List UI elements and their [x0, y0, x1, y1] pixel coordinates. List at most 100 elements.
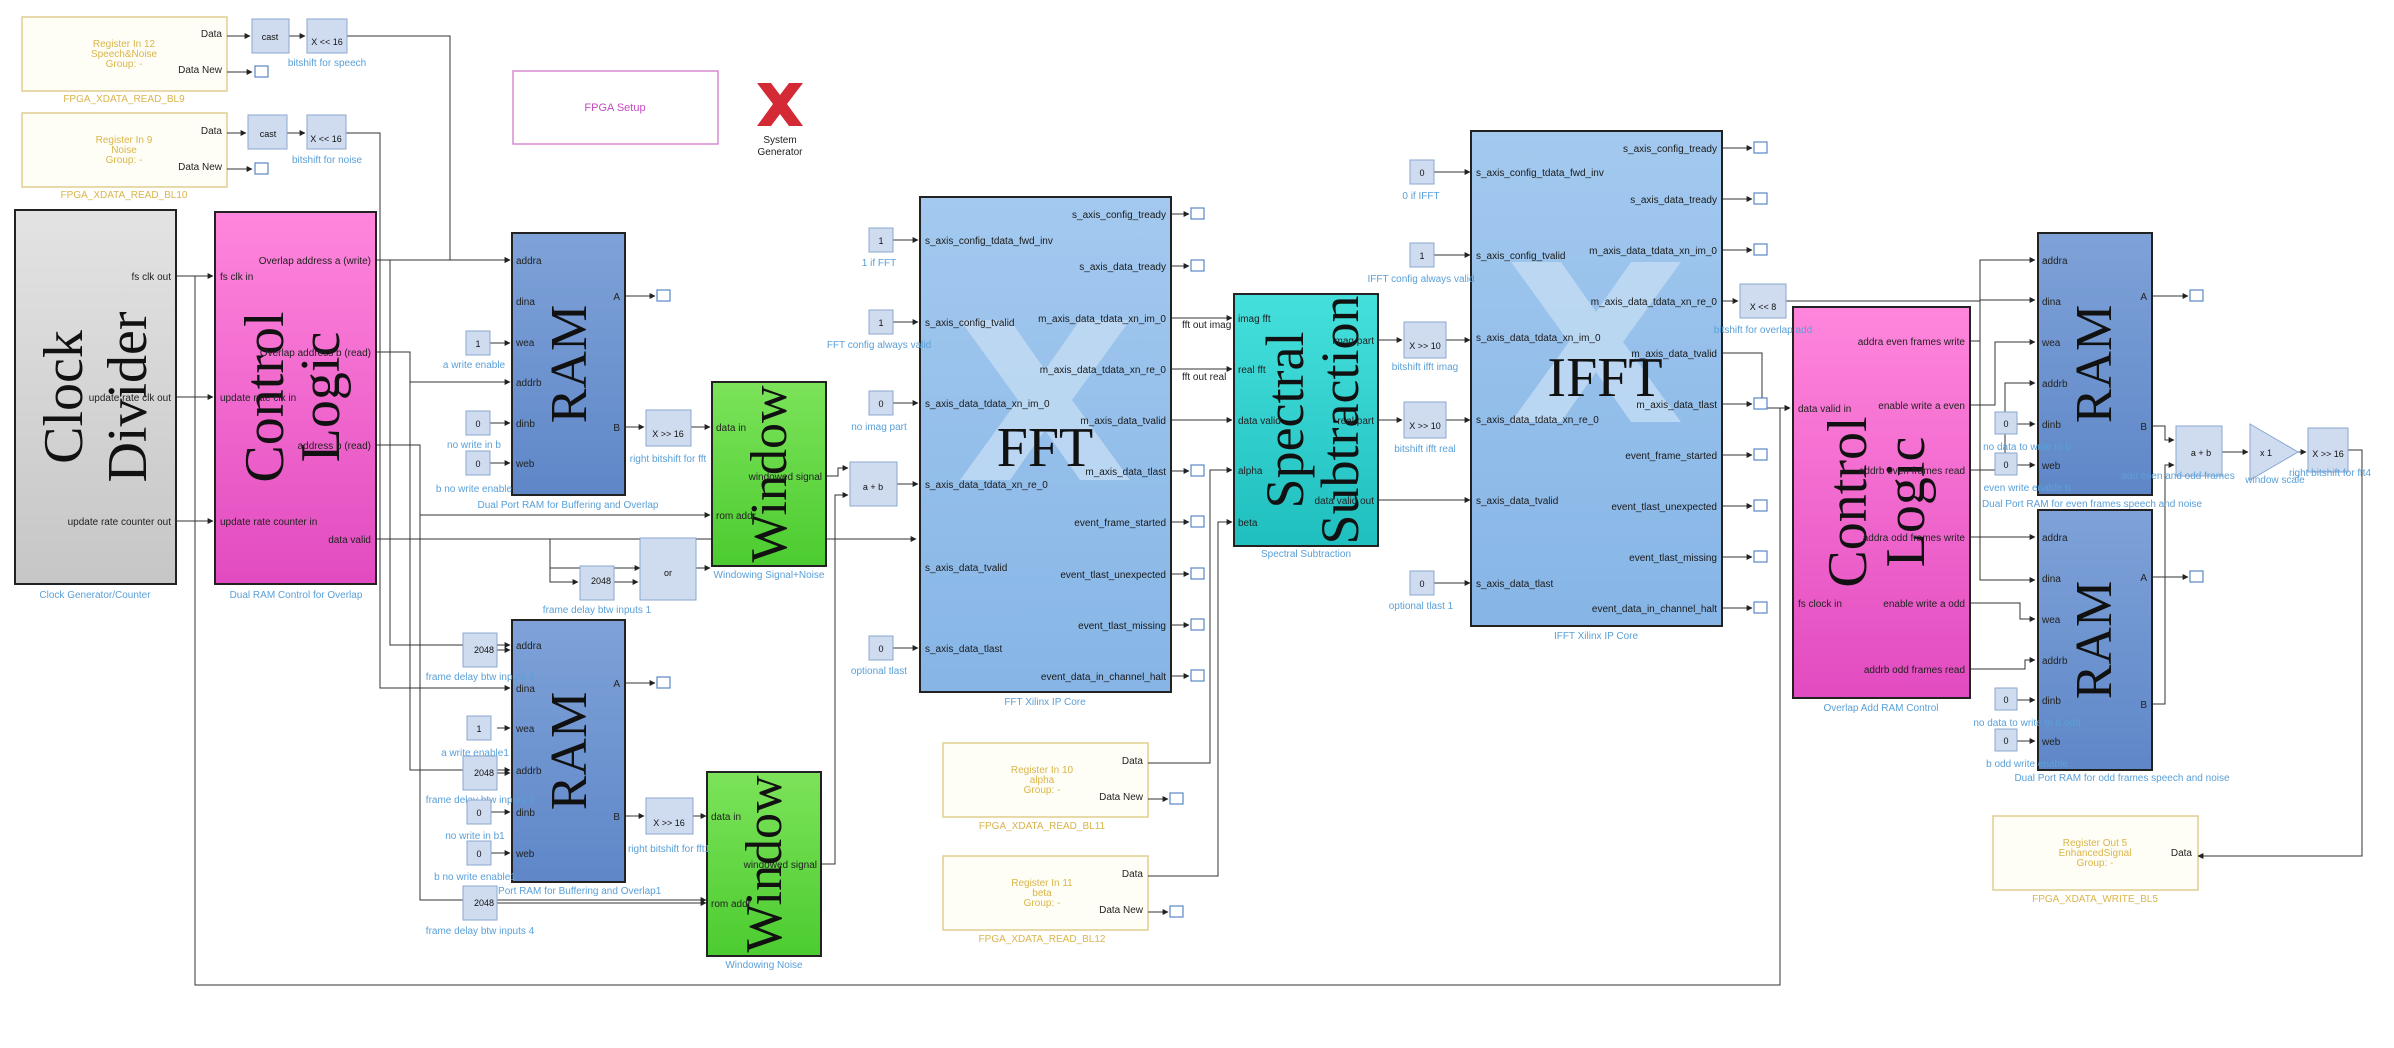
- or-label: or: [664, 568, 672, 578]
- frame-delay-block-3[interactable]: 2048 frame delay btw inputs 3: [426, 632, 535, 683]
- register-out-5-block[interactable]: Register Out 5 EnhancedSignal Group: - D…: [1992, 815, 2199, 905]
- clock-divider-block[interactable]: Clock Divider fs clk out update rate clk…: [14, 209, 177, 601]
- reg12-line3: Group: -: [106, 59, 143, 70]
- shift-right-ifft-imag[interactable]: X >> 10 bitshift ifft imag: [1392, 321, 1459, 373]
- shift-left-block-1[interactable]: X << 16 bitshift for speech: [288, 18, 366, 69]
- const-a-write-enable[interactable]: 1 a write enable: [443, 330, 506, 371]
- frame-delay-block-1[interactable]: 2048 frame delay btw inputs 1: [543, 565, 652, 616]
- fft-block[interactable]: FFT s_axis_config_tdata_fwd_inv s_axis_c…: [919, 196, 1172, 708]
- const-no-data-b-even[interactable]: 0 no data to write to b: [1983, 411, 2071, 453]
- const-b-no-write-enable-1[interactable]: 0 b no write enable1: [434, 840, 516, 883]
- const-b-odd-write-enable[interactable]: 0 b odd write enable: [1986, 728, 2068, 770]
- fft-out-5: m_axis_data_tlast: [1085, 467, 1166, 478]
- spectral-in-real: real fft: [1238, 365, 1266, 376]
- shl2-label: X << 16: [310, 134, 342, 144]
- ram1-port-dina: dina: [516, 297, 535, 308]
- window-1-block[interactable]: Window data in windowed signal rom addr …: [711, 381, 827, 581]
- const-a-write-enable-1[interactable]: 1 a write enable1: [441, 715, 509, 759]
- fft-out-8: event_tlast_missing: [1078, 621, 1166, 632]
- shr1-caption: right bitshift for fft: [630, 454, 707, 465]
- const-0-if-ifft[interactable]: 0 0 if IFFT: [1402, 159, 1440, 202]
- const-ifft-config-valid[interactable]: 1 IFFT config always valid: [1367, 242, 1475, 285]
- ifft-block[interactable]: IFFT s_axis_config_tdata_fwd_inv s_axis_…: [1470, 130, 1723, 642]
- shift-right-ifft-real[interactable]: X >> 10 bitshift ifft real: [1394, 401, 1456, 455]
- shl2-caption: bitshift for noise: [292, 155, 362, 166]
- system-generator-block[interactable]: System Generator: [757, 83, 803, 158]
- reg11-port-datanew: Data New: [1099, 905, 1144, 916]
- cast-block-2[interactable]: cast: [247, 114, 288, 150]
- logical-or-block[interactable]: or: [639, 537, 697, 601]
- frame-delay-block-4[interactable]: 2048 frame delay btw inputs 4: [426, 885, 535, 937]
- const-nowb1-value: 0: [476, 808, 481, 818]
- register-in-11-block[interactable]: Register In 11 beta Group: - Data Data N…: [942, 855, 1149, 945]
- const-cfg-value: 1: [878, 318, 883, 328]
- ram-odd-port-addrb: addrb: [2042, 656, 2068, 667]
- reg12-port-data: Data: [201, 29, 223, 40]
- ram-2-block[interactable]: RAM addra dina wea addrb dinb web A B Du…: [475, 619, 662, 897]
- adder-block-1[interactable]: a + b: [849, 461, 898, 507]
- reg12-caption: FPGA_XDATA_READ_BL9: [63, 94, 185, 105]
- window1-title: Window: [741, 385, 798, 562]
- gain-block[interactable]: x 1 window scale: [2244, 423, 2305, 486]
- control1-port-fs: fs clk in: [220, 272, 253, 283]
- const-no-write-b[interactable]: 0 no write in b: [447, 410, 501, 451]
- control1-caption: Dual RAM Control for Overlap: [230, 590, 363, 601]
- const-ifft-caption: 1 if FFT: [862, 258, 896, 269]
- ram-even-port-b: B: [2140, 422, 2147, 433]
- register-in-9-block[interactable]: Register In 9 Noise Group: - Data Data N…: [21, 112, 228, 201]
- ram-odd-port-b: B: [2140, 700, 2147, 711]
- const-nowb-value: 0: [475, 419, 480, 429]
- const-no-write-b-1[interactable]: 0 no write in b1: [445, 799, 505, 842]
- const-no-data-b-odd[interactable]: 0 no data to write to b odd: [1973, 687, 2081, 729]
- ram2-caption: Dual Port RAM for Buffering and Overlap1: [475, 886, 662, 897]
- ram-odd-block[interactable]: RAM addra dina wea addrb dinb web A B Du…: [2014, 509, 2230, 784]
- shift-right-block-1[interactable]: X >> 16 right bitshift for fft: [630, 409, 707, 465]
- delay4-caption: frame delay btw inputs 4: [426, 926, 535, 937]
- const-1-if-fft[interactable]: 1 1 if FFT: [862, 227, 896, 269]
- ifft-title: IFFT: [1547, 347, 1662, 409]
- register-in-12-block[interactable]: Register In 12 Speech&Noise Group: - Dat…: [21, 16, 228, 105]
- adder-block-2[interactable]: a + b add even and odd frames: [2121, 425, 2235, 482]
- control-logic-2-block[interactable]: Control Logic data valid in fs clock in …: [1792, 306, 1971, 714]
- control-logic-1-block[interactable]: Control Logic fs clk in update rate clk …: [214, 211, 377, 601]
- ram2-port-web: web: [515, 849, 535, 860]
- ram-even-block[interactable]: RAM addra dina wea addrb dinb web A B Du…: [1982, 232, 2203, 510]
- cast-block-1[interactable]: cast: [251, 18, 290, 54]
- reg11-line2: beta: [1032, 888, 1052, 899]
- register-in-10-block[interactable]: Register In 10 alpha Group: - Data Data …: [942, 742, 1149, 832]
- shl1-caption: bitshift for speech: [288, 58, 366, 69]
- window-2-block[interactable]: Window data in windowed signal rom addr …: [706, 771, 822, 971]
- const-optional-tlast[interactable]: 0 optional tlast: [851, 635, 907, 677]
- ram2-port-dinb: dinb: [516, 808, 535, 819]
- clock-divider-port-update: update rate clk out: [89, 393, 171, 404]
- spectral-title-1: Spectral: [1255, 332, 1315, 509]
- reg9-line2: Noise: [111, 145, 137, 156]
- control1-port-update: update rate clk in: [220, 393, 296, 404]
- shift-right-block-2[interactable]: X >> 16 right bitshift for fft1: [628, 797, 711, 855]
- ifft-in-0: s_axis_config_tdata_fwd_inv: [1476, 168, 1604, 179]
- sysgen-line1: System: [763, 135, 796, 146]
- regout5-line3: Group: -: [2077, 858, 2114, 869]
- shift-left-block-2[interactable]: X << 16 bitshift for noise: [292, 114, 362, 166]
- ram1-port-a: A: [613, 292, 620, 303]
- control1-out-addr-b2: address b (read): [298, 441, 371, 452]
- shr-ifft-real-label: X >> 10: [1409, 421, 1441, 431]
- shift-right-final[interactable]: X >> 16 right bitshift for fft4: [2289, 427, 2372, 479]
- const-ifft-value: 1: [878, 236, 883, 246]
- reg12-port-datanew: Data New: [178, 65, 223, 76]
- fpga-setup-block[interactable]: FPGA Setup: [512, 70, 719, 145]
- window1-port-out: windowed signal: [748, 472, 822, 483]
- ifft-out-1: s_axis_data_tready: [1630, 195, 1717, 206]
- const-even-write-enable-b[interactable]: 0 even write enable b: [1984, 452, 2071, 494]
- fft-out-1: s_axis_data_tready: [1079, 262, 1166, 273]
- const-fft-config-valid[interactable]: 1 FFT config always valid: [827, 309, 931, 351]
- ram1-port-addrb: addrb: [516, 378, 542, 389]
- const-b-no-write-enable[interactable]: 0 b no write enable: [436, 450, 513, 495]
- ram1-caption: Dual Port RAM for Buffering and Overlap: [477, 500, 658, 511]
- const-optional-tlast-1[interactable]: 0 optional tlast 1: [1389, 570, 1454, 612]
- spectral-subtraction-block[interactable]: Spectral Subtraction imag fft real fft d…: [1233, 293, 1379, 560]
- shift-left-overlap[interactable]: X << 8 bitshift for overlap add: [1714, 283, 1812, 336]
- ram-1-block[interactable]: RAM addra dina wea addrb dinb web A B Du…: [477, 232, 659, 511]
- const-itlast-value: 0: [1419, 579, 1424, 589]
- const-no-imag-part[interactable]: 0 no imag part: [851, 390, 907, 433]
